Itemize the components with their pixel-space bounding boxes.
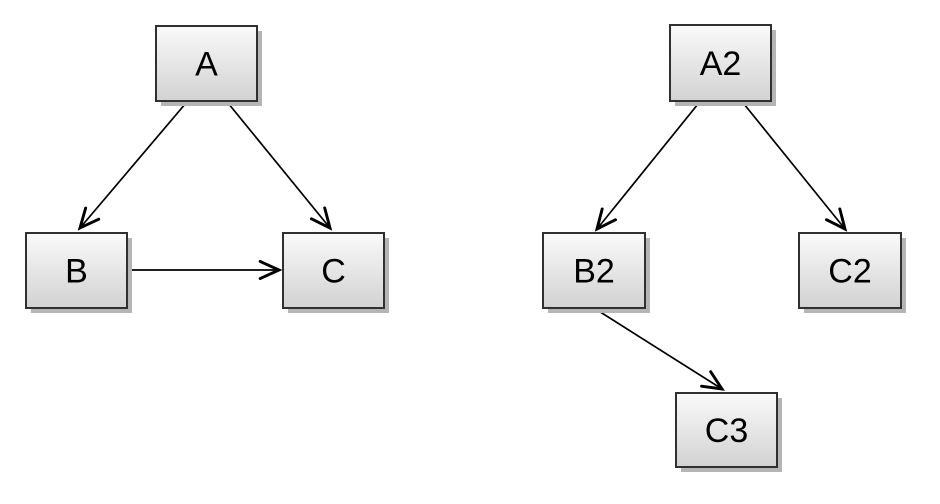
node-C[interactable]: C <box>282 232 389 313</box>
edge-A2-B2[interactable] <box>594 103 699 232</box>
node-box <box>155 25 258 102</box>
node-B[interactable]: B <box>25 232 132 313</box>
right-graph-edges <box>593 103 848 391</box>
left-graph-nodes: A B C <box>25 25 389 313</box>
edge-A-B[interactable] <box>77 102 187 231</box>
edge-B2-C3[interactable] <box>593 307 725 391</box>
node-label: C <box>321 252 346 290</box>
node-box <box>542 232 646 309</box>
node-box <box>25 232 128 309</box>
node-label: C2 <box>828 252 871 290</box>
node-label: A <box>195 45 218 83</box>
node-label: B <box>65 252 88 290</box>
edge-A2-C2[interactable] <box>743 103 848 232</box>
node-label: A2 <box>700 45 742 83</box>
node-C3[interactable]: C3 <box>675 392 782 472</box>
node-box <box>798 232 902 309</box>
node-label: C3 <box>705 412 748 450</box>
edge-A-C[interactable] <box>227 102 333 231</box>
node-box <box>675 392 778 468</box>
left-graph-edges <box>77 102 333 281</box>
edge-layer <box>77 102 848 391</box>
node-label: B2 <box>573 252 615 290</box>
node-A2[interactable]: A2 <box>669 24 776 106</box>
node-A[interactable]: A <box>155 25 262 106</box>
node-box <box>669 24 772 102</box>
node-C2[interactable]: C2 <box>798 232 906 313</box>
node-box <box>282 232 385 309</box>
node-B2[interactable]: B2 <box>542 232 650 313</box>
